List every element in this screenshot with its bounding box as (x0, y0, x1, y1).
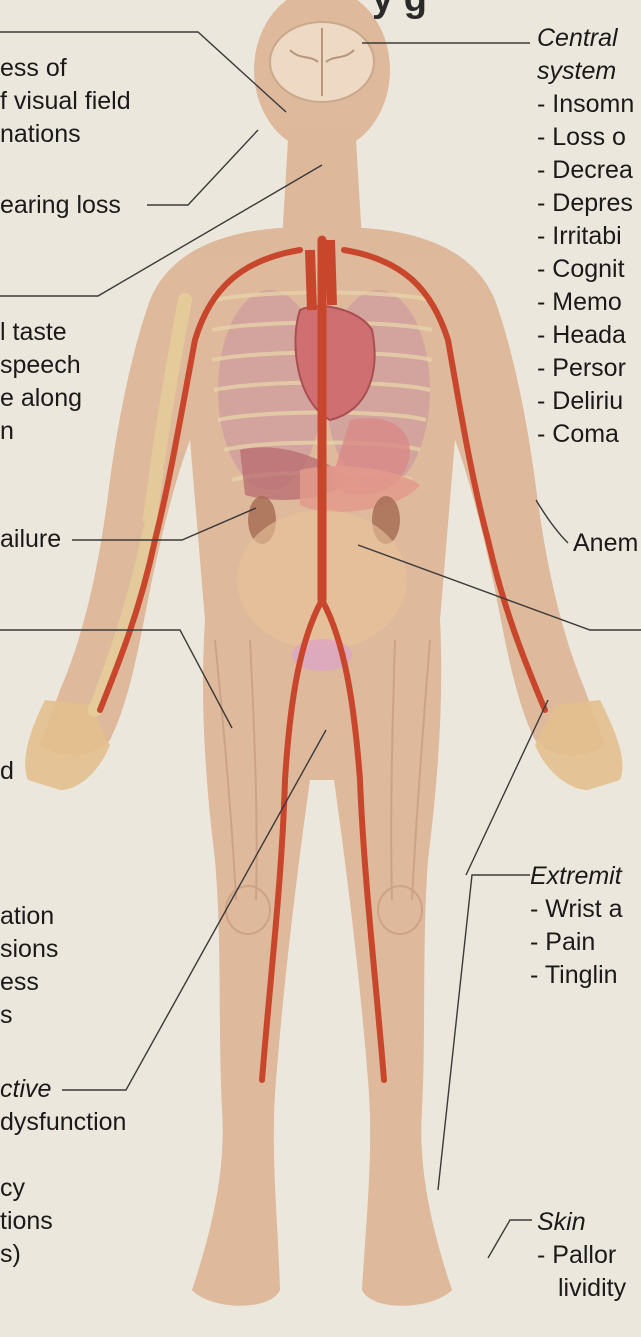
mouth-item-2: speech (0, 349, 82, 382)
cns-item-9: - Persor (537, 352, 634, 385)
label-muscles: d (0, 755, 14, 788)
blood-item: Anem (573, 527, 638, 560)
reproductive-item-3: cy (0, 1172, 126, 1205)
reproductive-heading: ctive (0, 1073, 126, 1106)
skin-heading: Skin (537, 1206, 626, 1239)
cns-item-8: - Heada (537, 319, 634, 352)
reproductive-item-4: tions (0, 1205, 126, 1238)
mouth-item-4: n (0, 415, 82, 448)
eyes-item-3: nations (0, 118, 131, 151)
cns-item-4: - Depres (537, 187, 634, 220)
label-eyes: ess of f visual field nations (0, 52, 131, 151)
muscles-item-2: ation (0, 900, 58, 933)
eyes-item-2: f visual field (0, 85, 131, 118)
muscles-item-1: d (0, 755, 14, 788)
cns-item-6: - Cognit (537, 253, 634, 286)
cns-item-10: - Deliriu (537, 385, 634, 418)
brain (270, 22, 374, 102)
kidney-item-1: ailure (0, 523, 61, 556)
diagram-title-fragment: y g (372, 0, 427, 21)
muscles-item-5: s (0, 999, 58, 1032)
reproductive-item-2 (0, 1139, 126, 1172)
label-kidney: ailure (0, 523, 61, 556)
eyes-item-1: ess of (0, 52, 131, 85)
mouth-item-3: e along (0, 382, 82, 415)
label-blood: Anem (573, 527, 638, 560)
skin-item-2: lividity (537, 1272, 626, 1305)
muscles-item-4: ess (0, 966, 58, 999)
cns-item-1: - Insomn (537, 88, 634, 121)
extremities-item-1: - Wrist a (530, 893, 623, 926)
extremities-item-2: - Pain (530, 926, 623, 959)
cns-item-11: - Coma (537, 418, 634, 451)
muscles-item-3: sions (0, 933, 58, 966)
ears-item-1: earing loss (0, 189, 121, 222)
reproductive-item-5: s) (0, 1238, 126, 1271)
label-reproductive: ctive dysfunction cy tions s) (0, 1073, 126, 1271)
reproductive-item-1: dysfunction (0, 1106, 126, 1139)
skin-item-1: - Pallor (537, 1239, 626, 1272)
mouth-item-1: l taste (0, 316, 82, 349)
extremities-heading: Extremit (530, 860, 623, 893)
label-cns: Central system - Insomn - Loss o - Decre… (537, 22, 634, 451)
label-ears: earing loss (0, 189, 121, 222)
cns-item-3: - Decrea (537, 154, 634, 187)
cns-item-7: - Memo (537, 286, 634, 319)
cns-item-5: - Irritabi (537, 220, 634, 253)
cns-item-2: - Loss o (537, 121, 634, 154)
label-skin: Skin - Pallor lividity (537, 1206, 626, 1305)
cns-heading-2: system (537, 55, 634, 88)
label-mouth: l taste speech e along n (0, 316, 82, 448)
extremities-item-3: - Tinglin (530, 959, 623, 992)
label-extremities: Extremit - Wrist a - Pain - Tinglin (530, 860, 623, 992)
cns-heading-1: Central (537, 22, 634, 55)
label-muscles-list: ation sions ess s (0, 900, 58, 1032)
